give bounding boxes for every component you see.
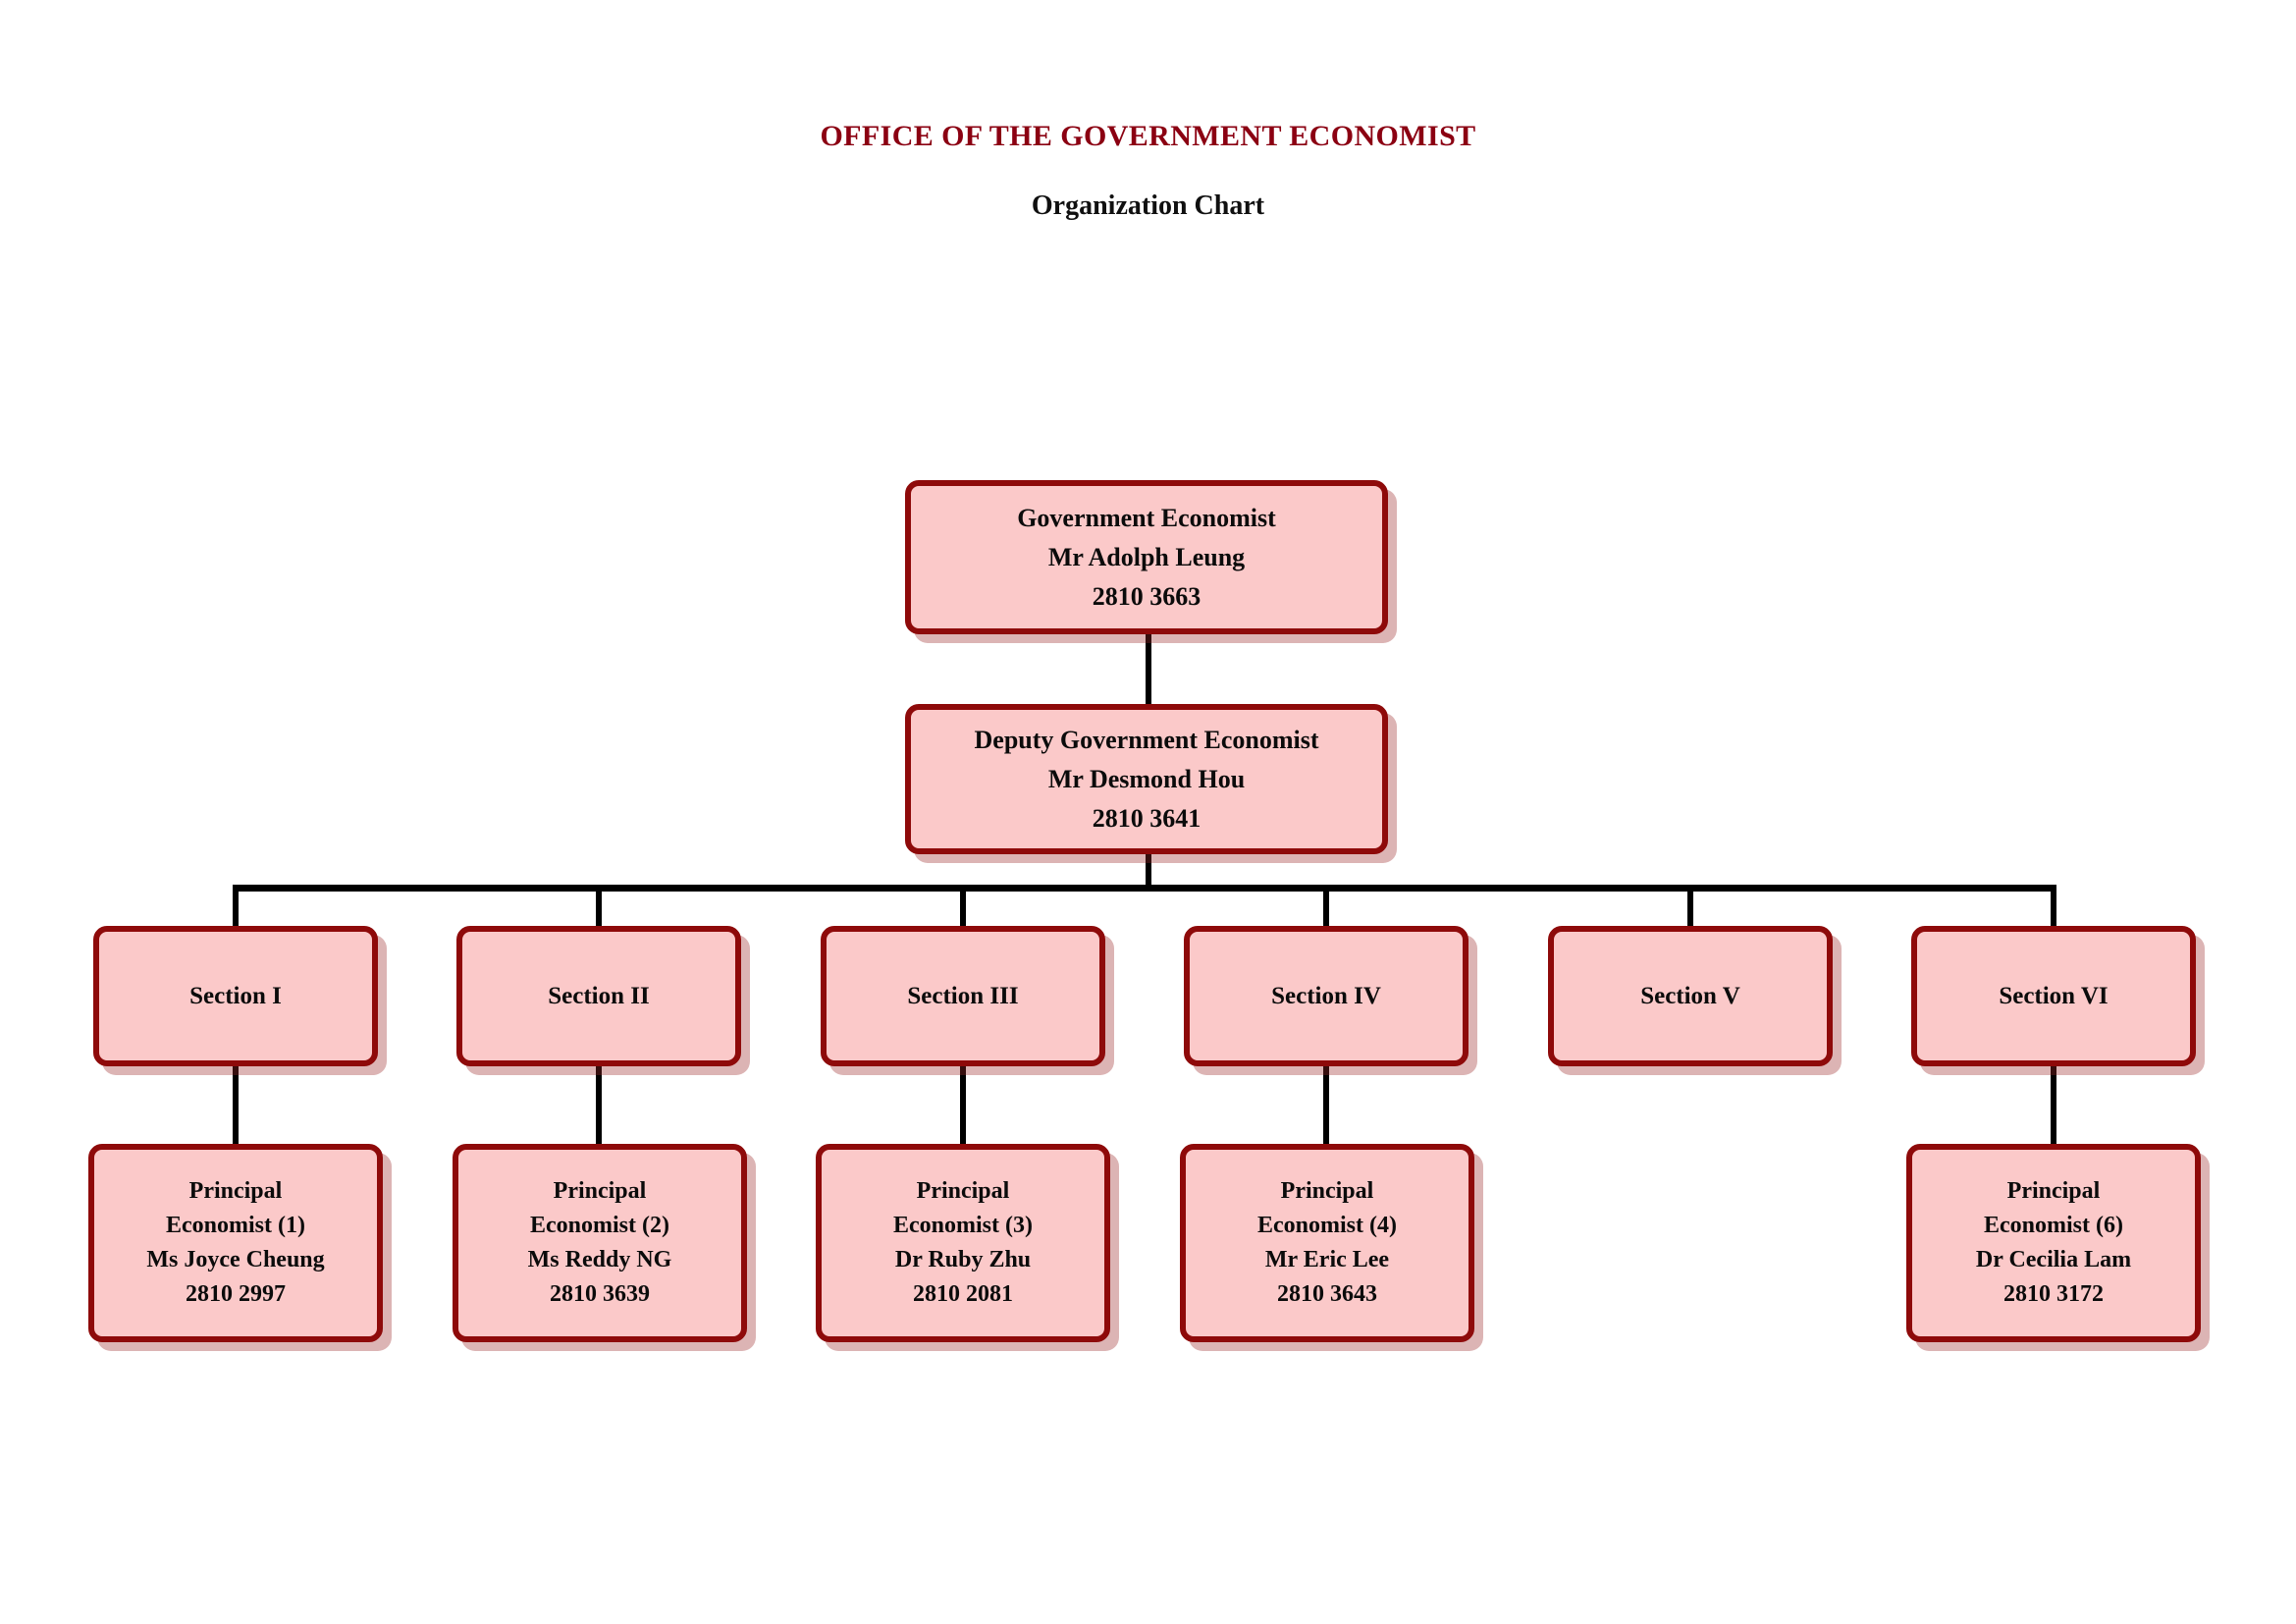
principal-economist-4-name: Mr Eric Lee xyxy=(1264,1247,1390,1272)
principal-economist-6-phone: 2810 3172 xyxy=(2003,1281,2104,1307)
connector-bus-to-section-1 xyxy=(233,885,239,928)
node-principal-economist-2[interactable]: Principal Economist (2) Ms Reddy NG 2810… xyxy=(453,1144,747,1342)
deputy-government-economist-name: Mr Desmond Hou xyxy=(1047,764,1246,793)
node-government-economist[interactable]: Government Economist Mr Adolph Leung 281… xyxy=(905,480,1388,634)
connector-bus-to-section-4 xyxy=(1323,885,1329,928)
principal-economist-6-name: Dr Cecilia Lam xyxy=(1975,1247,2132,1272)
principal-economist-6-role-line2: Economist (6) xyxy=(1984,1213,2123,1238)
connector-ge-to-dge xyxy=(1146,628,1151,713)
node-principal-economist-1[interactable]: Principal Economist (1) Ms Joyce Cheung … xyxy=(88,1144,383,1342)
principal-economist-4-phone: 2810 3643 xyxy=(1277,1281,1377,1307)
node-section-4[interactable]: Section IV xyxy=(1184,926,1468,1066)
government-economist-name: Mr Adolph Leung xyxy=(1047,542,1246,571)
section-4-label: Section IV xyxy=(1271,982,1381,1009)
section-6-label: Section VI xyxy=(1999,982,2109,1009)
deputy-government-economist-title: Deputy Government Economist xyxy=(974,725,1319,754)
principal-economist-3-phone: 2810 2081 xyxy=(913,1281,1013,1307)
node-principal-economist-6[interactable]: Principal Economist (6) Dr Cecilia Lam 2… xyxy=(1906,1144,2201,1342)
section-1-label: Section I xyxy=(189,982,282,1009)
node-section-5[interactable]: Section V xyxy=(1548,926,1833,1066)
node-section-2[interactable]: Section II xyxy=(456,926,741,1066)
section-3-label: Section III xyxy=(907,982,1019,1009)
section-2-label: Section II xyxy=(548,982,650,1009)
principal-economist-1-role-line1: Principal xyxy=(188,1178,283,1204)
section-5-label: Section V xyxy=(1640,982,1740,1009)
node-section-6[interactable]: Section VI xyxy=(1911,926,2196,1066)
connector-section-4-to-pe-4 xyxy=(1323,1065,1329,1150)
connector-section-2-to-pe-2 xyxy=(596,1065,602,1150)
node-section-3[interactable]: Section III xyxy=(821,926,1105,1066)
connector-bus-to-section-5 xyxy=(1687,885,1693,928)
node-principal-economist-4[interactable]: Principal Economist (4) Mr Eric Lee 2810… xyxy=(1180,1144,1474,1342)
principal-economist-2-role-line1: Principal xyxy=(553,1178,647,1204)
principal-economist-1-role-line2: Economist (1) xyxy=(166,1213,305,1238)
connector-dge-stem xyxy=(1146,848,1151,892)
principal-economist-2-phone: 2810 3639 xyxy=(550,1281,650,1307)
government-economist-title: Government Economist xyxy=(1017,503,1276,532)
connector-section-bus xyxy=(235,885,2056,892)
node-principal-economist-3[interactable]: Principal Economist (3) Dr Ruby Zhu 2810… xyxy=(816,1144,1110,1342)
connector-bus-to-section-6 xyxy=(2051,885,2056,928)
principal-economist-6-role-line1: Principal xyxy=(2006,1178,2101,1204)
node-deputy-government-economist[interactable]: Deputy Government Economist Mr Desmond H… xyxy=(905,704,1388,854)
principal-economist-4-role-line1: Principal xyxy=(1280,1178,1374,1204)
connector-section-3-to-pe-3 xyxy=(960,1065,966,1150)
principal-economist-3-name: Dr Ruby Zhu xyxy=(894,1247,1032,1272)
principal-economist-3-role-line1: Principal xyxy=(916,1178,1010,1204)
node-section-1[interactable]: Section I xyxy=(93,926,378,1066)
page-subtitle: Organization Chart xyxy=(1031,190,1265,221)
principal-economist-1-phone: 2810 2997 xyxy=(186,1281,286,1307)
principal-economist-3-role-line2: Economist (3) xyxy=(893,1213,1033,1238)
principal-economist-4-role-line2: Economist (4) xyxy=(1257,1213,1397,1238)
deputy-government-economist-phone: 2810 3641 xyxy=(1092,803,1201,833)
government-economist-phone: 2810 3663 xyxy=(1092,581,1201,611)
connector-section-6-to-pe-6 xyxy=(2051,1065,2056,1150)
principal-economist-1-name: Ms Joyce Cheung xyxy=(146,1247,325,1272)
principal-economist-2-role-line2: Economist (2) xyxy=(530,1213,669,1238)
connector-section-1-to-pe-1 xyxy=(233,1065,239,1150)
connector-bus-to-section-2 xyxy=(596,885,602,928)
page-title: OFFICE OF THE GOVERNMENT ECONOMIST xyxy=(820,120,1476,152)
connector-bus-to-section-3 xyxy=(960,885,966,928)
principal-economist-2-name: Ms Reddy NG xyxy=(527,1247,672,1272)
